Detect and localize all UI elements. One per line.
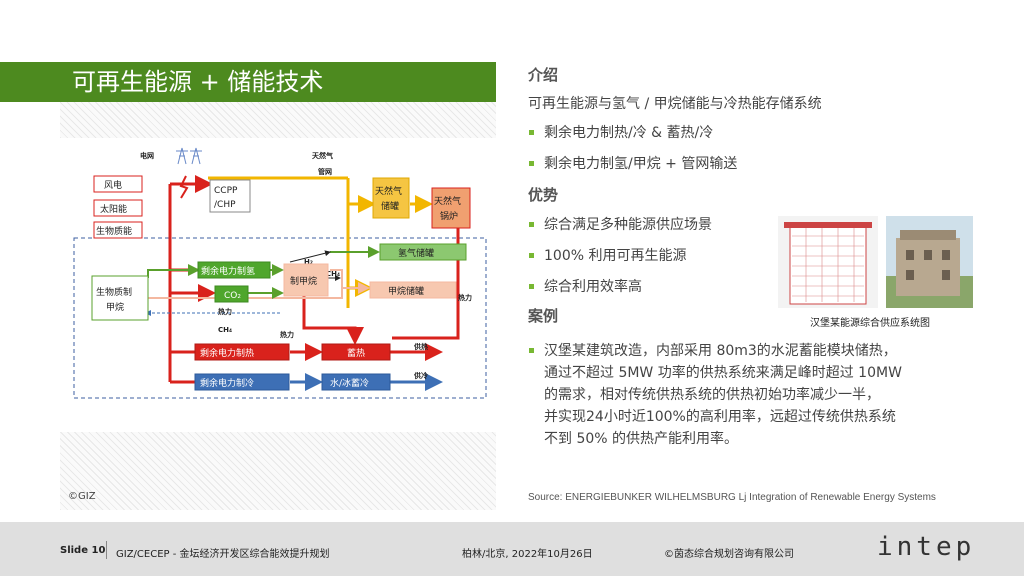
label-heat-1: 热力 — [218, 307, 232, 316]
label-power-cool: 剩余电力制冷 — [200, 377, 254, 389]
building-image — [778, 216, 973, 308]
box-wind — [93, 175, 143, 193]
case-line: 不到 50% 的供热产能利用率。 — [544, 431, 739, 447]
intro-bullet: 剩余电力制氢/甲烷 + 管网输送 — [528, 153, 998, 175]
label-biomass: 生物质能 — [96, 225, 132, 237]
label-chp: /CHP — [214, 200, 236, 210]
case-text: 汉堡某建筑改造，内部采用 80m3的水泥蓄能模块储热， 通过不超过 5MW 功率… — [528, 340, 968, 450]
power-grid-icon — [176, 147, 202, 165]
label-grid: 电网 — [140, 151, 154, 160]
advantage-bullet: 100% 利用可再生能源 — [528, 245, 758, 267]
intep-logo: intep — [877, 532, 976, 562]
box-ch4-store — [369, 281, 457, 299]
box-co2 — [214, 285, 249, 303]
footer-project: GIZ/CECEP - 金坛经济开发区综合能效提升规划 — [116, 549, 330, 560]
box-storage-cool — [321, 373, 391, 391]
label-power-h2: 剩余电力制氢 — [201, 265, 255, 277]
advantages-heading: 优势 — [528, 186, 559, 204]
intro-bullet: 剩余电力制热/冷 & 蓄热/冷 — [528, 122, 998, 144]
box-biomass — [93, 221, 143, 239]
label-supply-heat: 供热 — [413, 342, 428, 351]
label-pipe: 管网 — [318, 167, 332, 176]
label-gas: 天然气 — [312, 151, 333, 160]
hatch-pattern-top — [60, 102, 496, 138]
box-methanation — [283, 263, 329, 297]
box-power-heat — [194, 343, 290, 361]
label-boiler-2: 锅炉 — [440, 210, 458, 222]
label-biogas-2: 甲烷 — [106, 301, 124, 313]
label-h2: H₂ — [304, 258, 313, 266]
box-storage-heat — [321, 343, 391, 361]
title-bar: 可再生能源 + 储能技术 — [0, 62, 496, 102]
case-line: 的需求，相对传统供热系统的供热初始功率减少一半， — [544, 387, 880, 403]
label-gas-tank-2: 储罐 — [381, 200, 399, 212]
label-power-heat: 剩余电力制热 — [200, 347, 254, 359]
box-power-cool — [194, 373, 290, 391]
case-bullet: 汉堡某建筑改造，内部采用 80m3的水泥蓄能模块储热， 通过不超过 5MW 功率… — [528, 340, 968, 450]
footer-divider — [106, 541, 107, 559]
label-solar: 太阳能 — [100, 203, 127, 215]
content-panel: 介绍 可再生能源与氢气 / 甲烷储能与冷热能存储系统 剩余电力制热/冷 & 蓄热… — [528, 64, 998, 327]
label-gas-tank-1: 天然气 — [375, 185, 402, 197]
illustration-caption: 汉堡某能源综合供应系统图 — [810, 318, 930, 329]
diagram-svg: 电网 天然气 管网 — [73, 147, 487, 399]
box-ccpp — [209, 179, 251, 213]
page-title: 可再生能源 + 储能技术 — [72, 68, 324, 96]
system-boundary — [73, 237, 487, 399]
box-biogas — [91, 275, 149, 321]
label-ch4-2: CH₄ — [218, 326, 232, 334]
label-heat-2: 热力 — [280, 330, 294, 339]
label-supply-cool: 供冷 — [413, 371, 428, 380]
box-gas-tank — [372, 177, 410, 219]
source-note: Source: ENERGIEBUNKER WILHELMSBURG Lj In… — [528, 492, 936, 503]
intro-heading: 介绍 — [528, 66, 559, 84]
box-h2-store — [379, 243, 467, 261]
label-co2: CO₂ — [224, 291, 241, 301]
label-storage-cool: 水/冰蓄冷 — [330, 377, 369, 389]
label-ccpp: CCPP — [214, 186, 238, 196]
label-boiler-1: 天然气 — [434, 195, 461, 207]
intro-line: 可再生能源与氢气 / 甲烷储能与冷热能存储系统 — [528, 96, 822, 112]
label-wind: 风电 — [104, 179, 122, 191]
slide-footer: Slide 10 GIZ/CECEP - 金坛经济开发区综合能效提升规划 柏林/… — [0, 522, 1024, 576]
label-methanation: 制甲烷 — [290, 275, 317, 287]
box-gas-boiler — [431, 187, 471, 229]
case-heading: 案例 — [528, 307, 559, 325]
advantage-bullet: 综合满足多种能源供应场景 — [528, 214, 758, 236]
label-storage-heat: 蓄热 — [347, 347, 365, 359]
label-h2-store: 氢气储罐 — [398, 247, 434, 259]
energy-system-diagram: 电网 天然气 管网 — [60, 138, 496, 432]
footer-date: 柏林/北京, 2022年10月26日 — [462, 549, 593, 560]
footer-copyright: ©茵态综合规划咨询有限公司 — [664, 549, 794, 560]
box-power-h2 — [197, 261, 271, 279]
slide-number: Slide 10 — [60, 545, 106, 556]
advantage-bullet: 综合利用效率高 — [528, 276, 758, 298]
label-ch4-store: 甲烷储罐 — [388, 285, 424, 297]
box-solar — [93, 199, 143, 217]
label-heat-3: 热力 — [458, 293, 472, 302]
hatch-pattern-bottom — [60, 432, 496, 510]
giz-copyright: ©GIZ — [68, 491, 96, 502]
label-biogas-1: 生物质制 — [96, 286, 132, 298]
building-illustration — [778, 216, 973, 308]
label-ch4: CH₄ — [326, 270, 340, 278]
case-line: 汉堡某建筑改造，内部采用 80m3的水泥蓄能模块储热， — [544, 343, 897, 359]
case-line: 通过不超过 5MW 功率的供热系统来满足峰时超过 10MW — [544, 365, 902, 381]
case-line: 并实现24小时近100%的高利用率，远超过传统供热系统 — [544, 409, 896, 425]
